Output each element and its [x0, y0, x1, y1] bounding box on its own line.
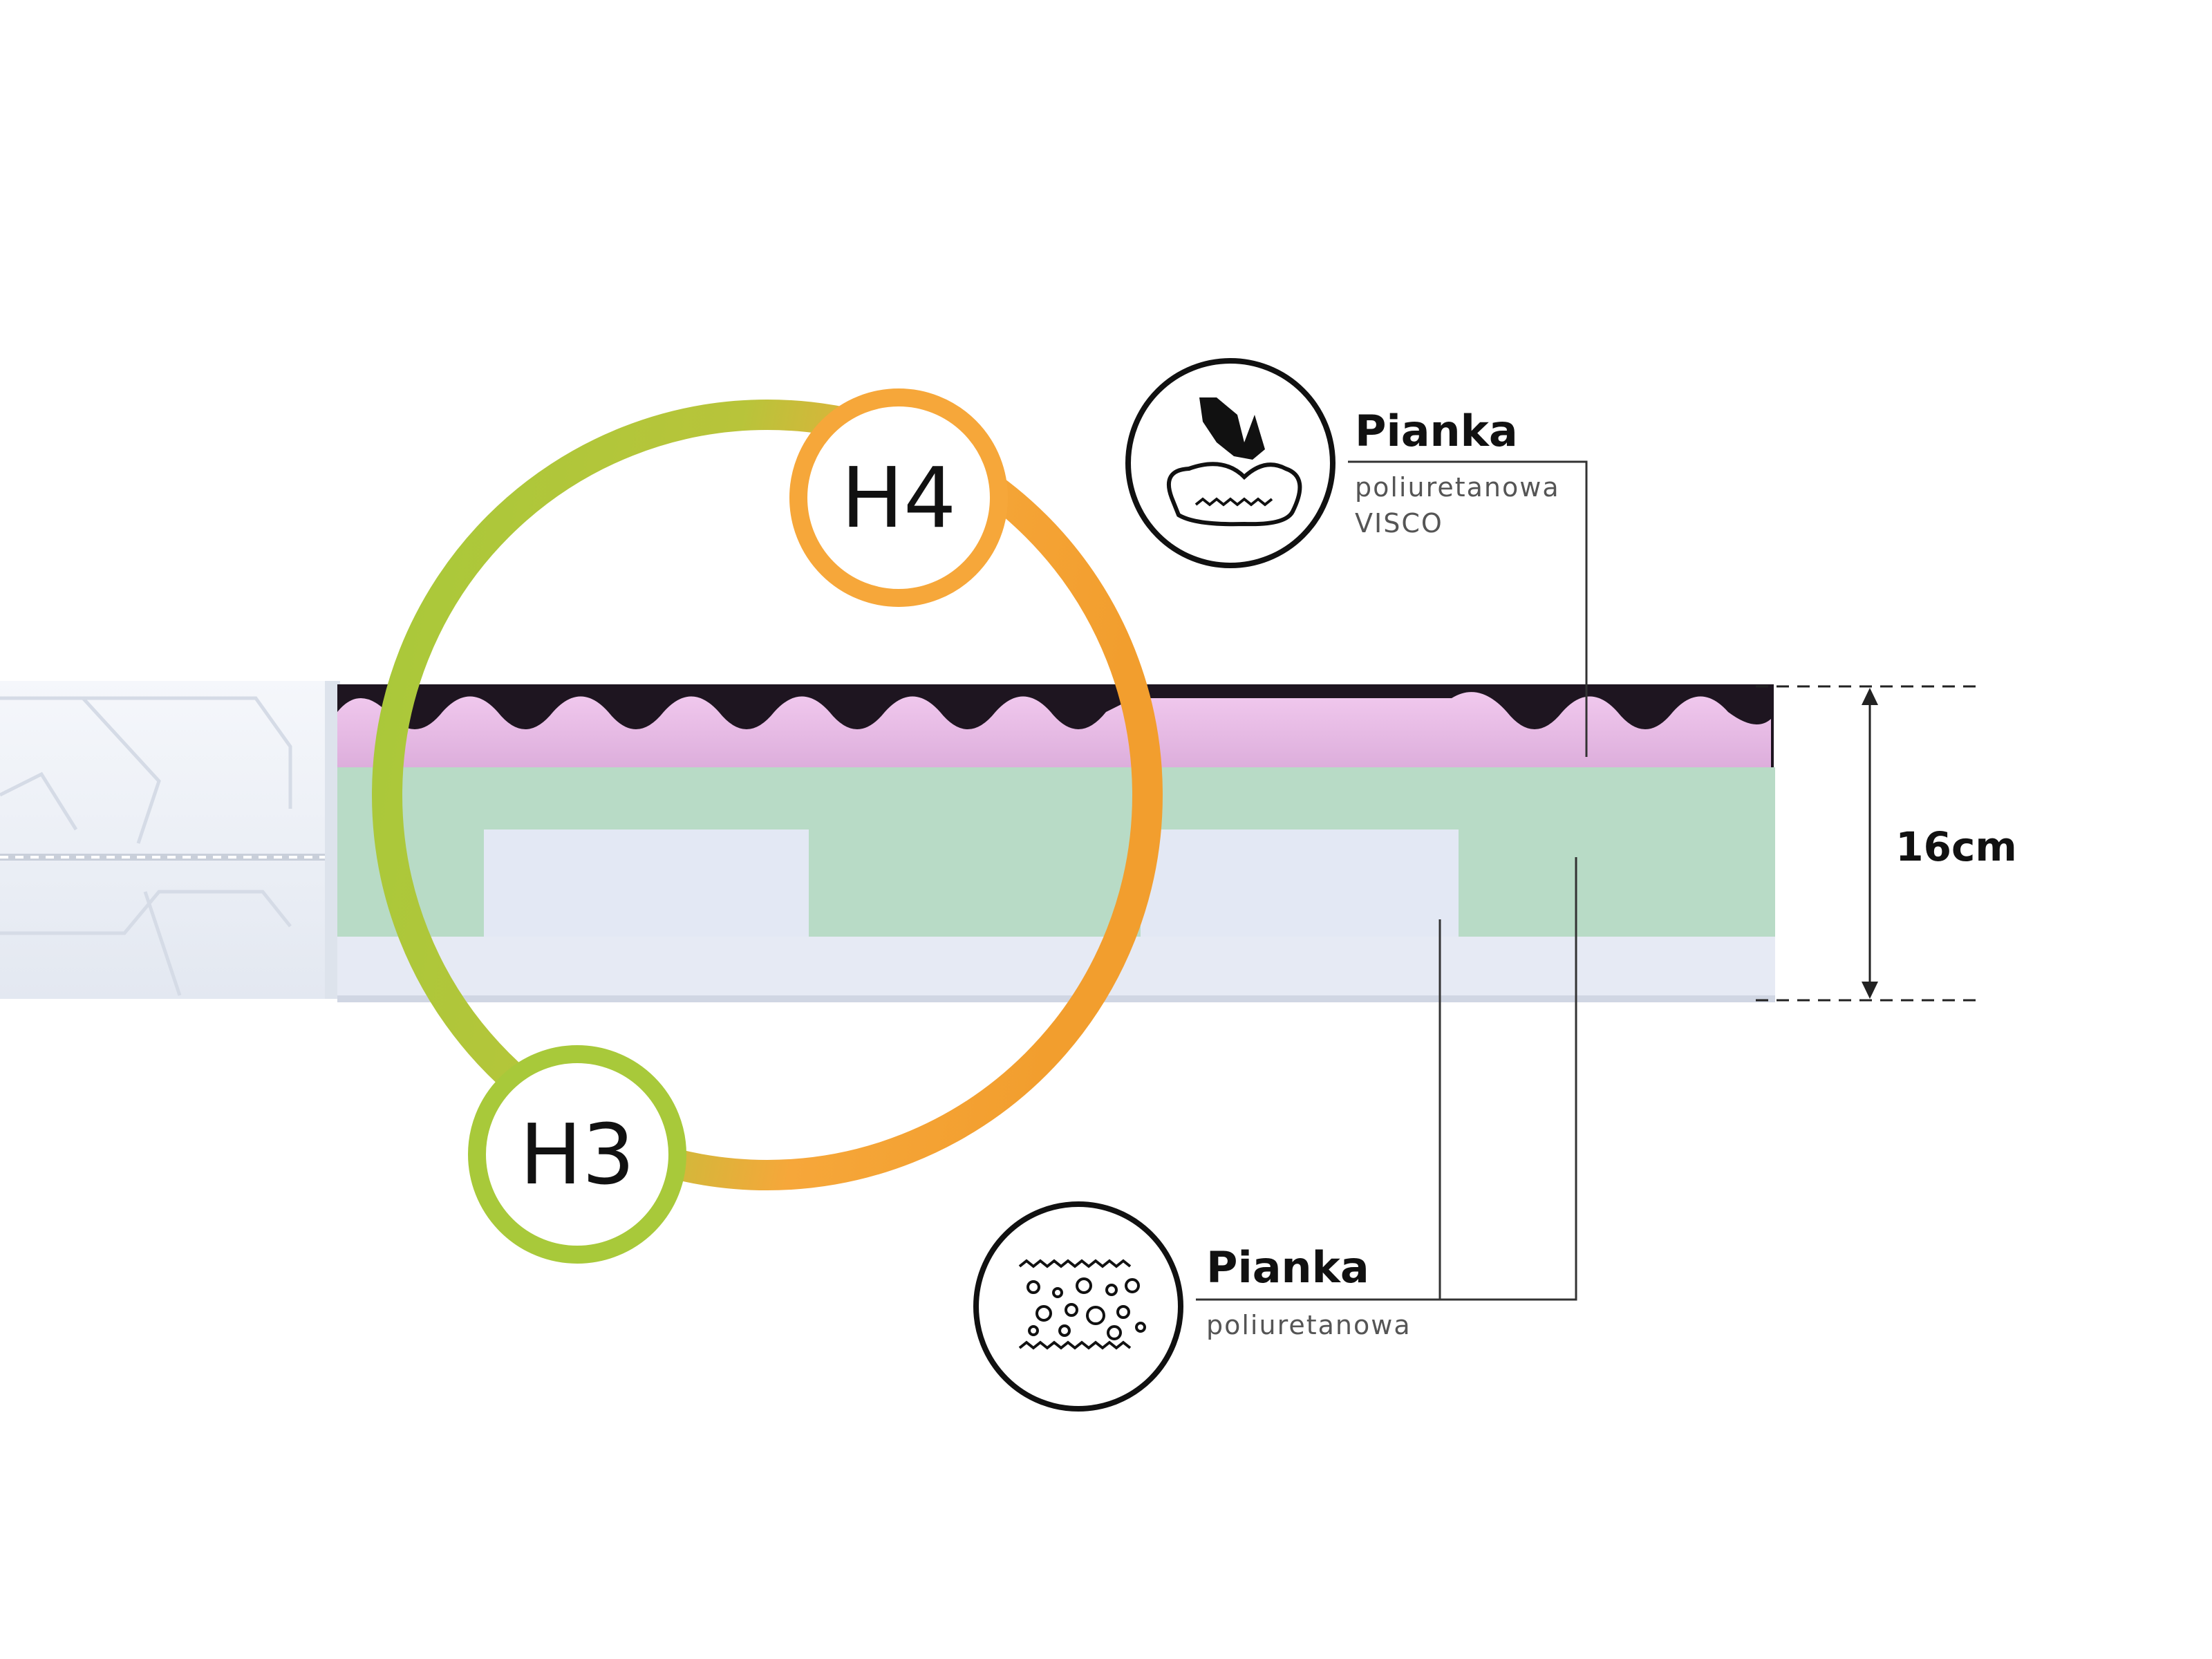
foam-callout-line1: poliuretanowa — [1206, 1310, 1412, 1340]
mattress-cover — [0, 681, 340, 999]
hardness-h4-badge — [789, 388, 1008, 607]
callout-leader-lines — [1196, 460, 1588, 1301]
foam-bubbles-icon — [973, 1201, 1183, 1412]
hardness-top-label: H4 — [841, 451, 957, 547]
visco-foam-layer — [337, 692, 1771, 767]
visco-callout-title: Pianka — [1355, 406, 1518, 456]
hardness-h3-badge — [468, 1045, 686, 1264]
visco-callout-line1: poliuretanowa — [1355, 472, 1560, 503]
foam-callout-title: Pianka — [1206, 1242, 1369, 1293]
base-foam-layer — [337, 933, 1775, 999]
mattress-layers — [337, 684, 1775, 1002]
foam-insert-1 — [484, 830, 809, 937]
hardness-ring — [372, 388, 1163, 1264]
visco-callout-line2: VISCO — [1355, 508, 1443, 538]
hardness-bottom-label: H3 — [520, 1107, 635, 1203]
foam-insert-2 — [1141, 830, 1459, 937]
hand-pressing-memory-foam-icon — [1125, 358, 1335, 568]
height-dimension — [1756, 685, 1984, 1002]
height-label: 16cm — [1895, 823, 2017, 870]
